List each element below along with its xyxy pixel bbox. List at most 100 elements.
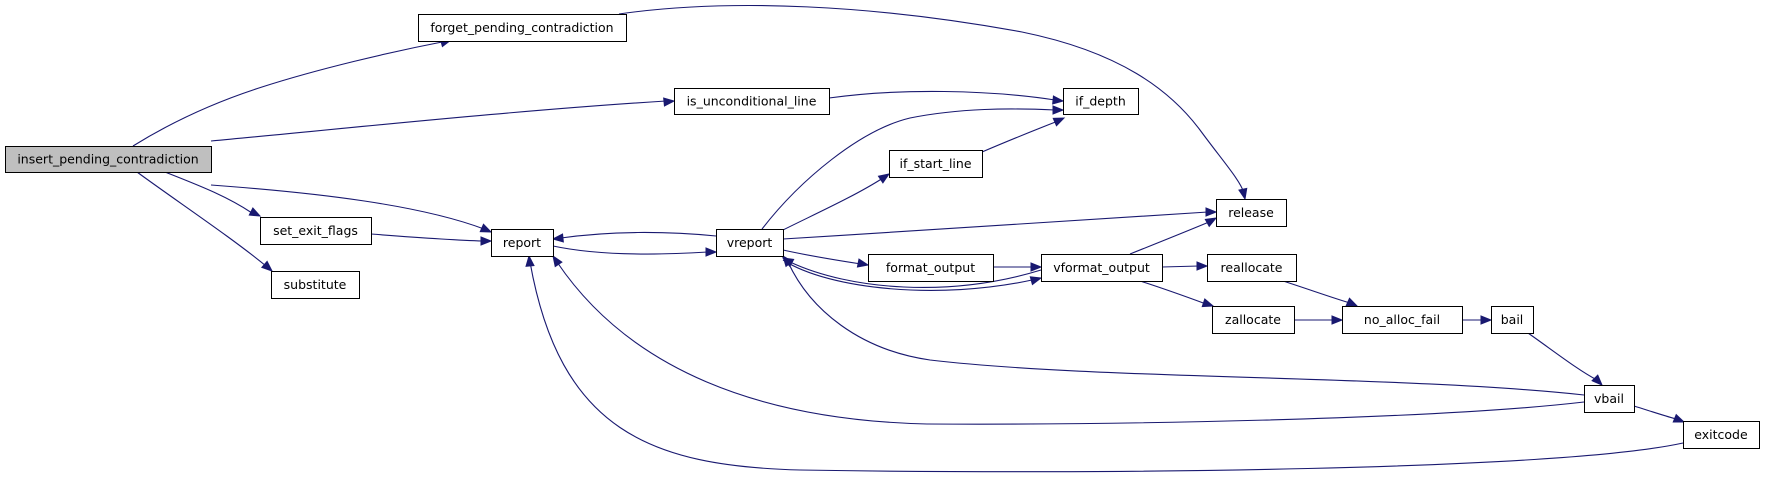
edge-line: [1139, 280, 1207, 305]
node-vformat-output[interactable]: vformat_output: [1041, 254, 1163, 282]
node-release[interactable]: release: [1216, 199, 1287, 227]
edge-arrowhead: [1480, 315, 1493, 325]
node-bail[interactable]: bail: [1491, 306, 1534, 334]
edge-if-start-line-to-if-depth: [981, 117, 1066, 153]
edge-arrowhead: [1238, 187, 1248, 201]
edge-arrowhead: [551, 233, 564, 243]
edge-line: [556, 261, 1585, 425]
edge-exitcode-to-report: [525, 254, 1684, 473]
edge-insert-pending-contradiction-to-set-exit-flags: [164, 171, 262, 217]
edge-line: [828, 90, 1056, 101]
edges: [132, 5, 1686, 473]
edge-arrowhead: [705, 247, 718, 257]
edge-arrowhead: [663, 97, 676, 107]
edge-vreport-to-vformat-output: [782, 259, 1043, 291]
node-box: [418, 14, 627, 42]
edge-zallocate-to-no-alloc-fail: [1294, 315, 1344, 325]
edge-arrowhead: [1345, 297, 1359, 307]
node-box: [1207, 254, 1297, 282]
edge-vreport-to-if-start-line: [782, 173, 891, 231]
edge-line: [782, 211, 1209, 240]
node-box: [1041, 254, 1163, 282]
edge-line: [782, 259, 1033, 291]
edge-vbail-to-vreport: [782, 254, 1585, 396]
node-box: [1584, 385, 1635, 413]
edge-line: [210, 184, 485, 230]
node-is-unconditional-line[interactable]: is_unconditional_line: [674, 88, 830, 115]
node-box: [1683, 421, 1760, 449]
node-vreport[interactable]: vreport: [716, 229, 784, 257]
edge-line: [1527, 332, 1598, 381]
node-if-start-line[interactable]: if_start_line: [889, 150, 983, 178]
node-set-exit-flags[interactable]: set_exit_flags: [260, 217, 372, 245]
node-no-alloc-fail[interactable]: no_alloc_fail: [1342, 306, 1463, 334]
node-label: exitcode: [1694, 427, 1748, 442]
edge-arrowhead: [248, 207, 262, 217]
node-exitcode[interactable]: exitcode: [1683, 421, 1760, 449]
node-label: reallocate: [1221, 260, 1283, 275]
node-label: is_unconditional_line: [687, 94, 817, 109]
edge-arrowhead: [782, 254, 794, 268]
edge-insert-pending-contradiction-to-substitute: [136, 171, 274, 272]
node-label: insert_pending_contradiction: [17, 152, 198, 167]
node-box: [1063, 88, 1139, 115]
edge-format-output-to-vformat-output: [993, 262, 1043, 272]
edge-line: [1633, 405, 1677, 420]
node-format-output[interactable]: format_output: [868, 254, 994, 282]
edge-arrowhead: [1201, 298, 1215, 308]
node-label: if_start_line: [899, 156, 971, 171]
edge-arrowhead: [856, 258, 870, 268]
node-box: [271, 271, 360, 299]
node-forget-pending-contradiction[interactable]: forget_pending_contradiction: [418, 14, 627, 42]
edge-vformat-output-to-zallocate: [1139, 280, 1215, 308]
edge-vformat-output-to-reallocate: [1161, 261, 1209, 271]
edge-arrowhead: [1204, 217, 1218, 228]
edge-insert-pending-contradiction-to-report: [210, 184, 493, 233]
edge-line: [782, 177, 884, 231]
node-box: [1216, 199, 1287, 227]
edge-insert-pending-contradiction-to-is-unconditional-line: [210, 97, 676, 142]
node-label: report: [503, 235, 541, 250]
edge-arrowhead: [480, 236, 493, 246]
node-box: [260, 217, 372, 245]
nodes: insert_pending_contradiction forget_pendi…: [5, 14, 1760, 449]
node-label: zallocate: [1225, 312, 1281, 327]
edge-line: [761, 108, 1056, 230]
edge-vbail-to-exitcode: [1633, 405, 1686, 423]
edge-arrowhead: [1331, 315, 1344, 325]
edge-set-exit-flags-to-report: [370, 233, 493, 246]
node-label: vbail: [1594, 391, 1624, 406]
node-box: [491, 229, 554, 257]
node-box: [1491, 306, 1534, 334]
node-zallocate[interactable]: zallocate: [1212, 306, 1295, 334]
edge-arrowhead: [260, 260, 274, 272]
node-insert-pending-contradiction[interactable]: insert_pending_contradiction: [5, 146, 212, 173]
node-label: if_depth: [1075, 94, 1126, 109]
node-reallocate[interactable]: reallocate: [1207, 254, 1297, 282]
edge-line: [132, 40, 448, 147]
edge-insert-pending-contradiction-to-forget-pending-contradiction: [132, 38, 453, 147]
edge-line: [1129, 221, 1210, 255]
node-label: format_output: [886, 260, 975, 275]
edge-arrowhead: [1029, 276, 1043, 286]
edge-is-unconditional-line-to-if-depth: [828, 90, 1065, 105]
edge-line: [164, 171, 253, 214]
edge-bail-to-vbail: [1527, 332, 1603, 386]
node-label: release: [1228, 205, 1274, 220]
edge-vbail-to-report: [552, 254, 1585, 425]
edge-line: [1161, 265, 1200, 268]
edge-line: [136, 171, 267, 267]
edge-arrowhead: [1030, 262, 1043, 272]
node-vbail[interactable]: vbail: [1584, 385, 1635, 413]
node-label: no_alloc_fail: [1364, 312, 1440, 327]
node-box: [5, 146, 212, 173]
edge-arrowhead: [877, 173, 891, 184]
edge-vreport-to-release: [782, 207, 1218, 240]
node-box: [674, 88, 830, 115]
node-substitute[interactable]: substitute: [271, 271, 360, 299]
edge-vformat-output-to-release: [1129, 217, 1218, 255]
node-report[interactable]: report: [491, 229, 554, 257]
edge-line: [529, 261, 1684, 473]
node-if-depth[interactable]: if_depth: [1063, 88, 1139, 115]
edge-vreport-to-report: [551, 231, 717, 243]
